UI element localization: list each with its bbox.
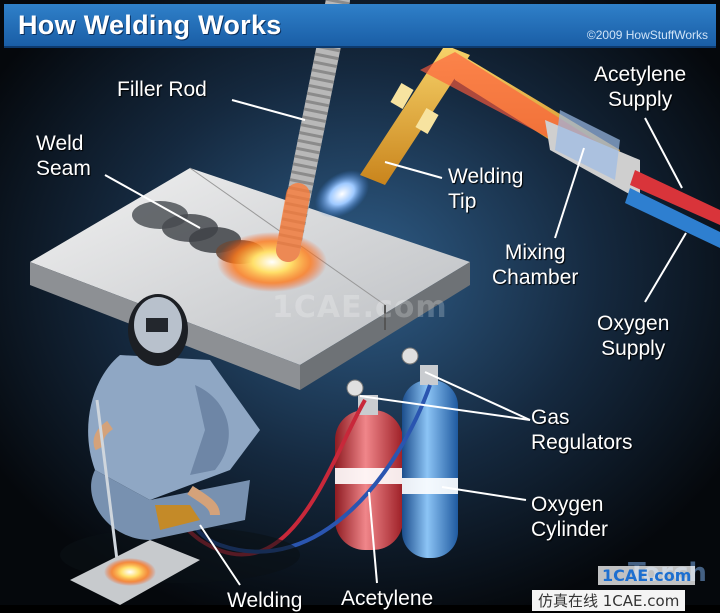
label-acetylene-bottom: Acetylene xyxy=(341,587,434,610)
label-filler-rod: Filler Rod xyxy=(117,78,207,101)
label-oxygen-cylinder: Oxygen Cylinder xyxy=(531,493,609,541)
watermark-bottom: 仿真在线 1CAE.com xyxy=(532,590,686,611)
leader-oxygen-cylinder xyxy=(441,486,527,501)
label-welding-bottom: Welding xyxy=(227,589,303,612)
leader-weld-seam xyxy=(104,174,201,229)
label-weld-seam: Weld Seam xyxy=(36,132,91,180)
small-work-plate xyxy=(70,540,200,605)
title-bar: How Welding Works ©2009 HowStuffWorks xyxy=(4,4,716,48)
acetylene-cylinder xyxy=(335,379,403,550)
label-mixing-chamber: Mixing Chamber xyxy=(492,241,579,289)
label-oxygen-supply: Oxygen Supply xyxy=(597,312,670,360)
label-acetylene-supply: Acetylene Supply xyxy=(594,63,687,111)
watermark-bottom-right: 1CAE.com xyxy=(598,566,696,585)
torch-flame xyxy=(314,170,370,218)
leader-welding-tip xyxy=(384,161,443,179)
page-title: How Welding Works xyxy=(18,10,282,40)
molten-pool xyxy=(217,232,327,292)
leader-gas-regulators-1 xyxy=(359,395,531,421)
welding-torch xyxy=(360,45,720,248)
leader-acetylene-bottom xyxy=(368,491,378,584)
leader-welding-bottom xyxy=(199,524,241,586)
label-gas-regulators: Gas Regulators xyxy=(531,406,633,454)
copyright-notice: ©2009 HowStuffWorks xyxy=(586,28,708,42)
leader-lines xyxy=(104,99,687,586)
oxygen-cylinder xyxy=(401,347,458,558)
leader-mixing-chamber xyxy=(554,147,585,239)
leader-oxygen-supply xyxy=(644,232,687,303)
leader-acetylene-supply xyxy=(644,117,683,189)
label-welding-tip: Welding Tip xyxy=(448,165,524,213)
leader-filler-rod xyxy=(231,99,306,121)
watermark-middle: 1CAE.com xyxy=(272,290,448,325)
leader-gas-regulators-2 xyxy=(424,371,531,421)
